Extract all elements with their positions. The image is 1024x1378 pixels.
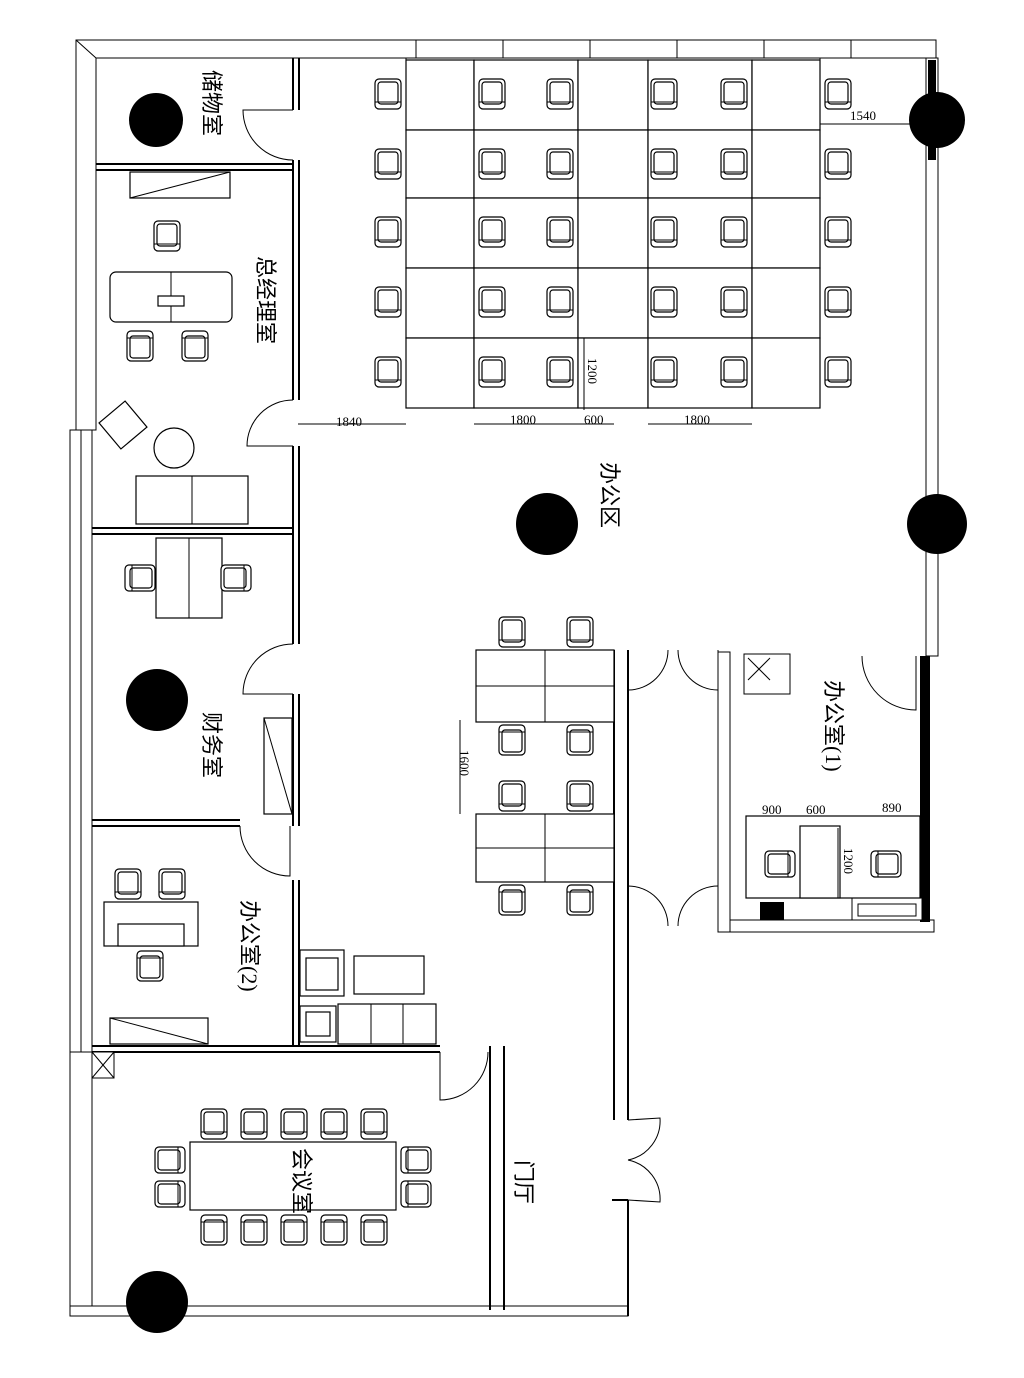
room-labels: 储物室 总经理室 办公区 办公室(1) 财务室 办公室(2) 会议室 门厅 <box>199 70 846 1214</box>
chair <box>824 148 852 180</box>
desk <box>577 267 649 339</box>
desk <box>577 197 649 269</box>
chair <box>720 148 748 180</box>
chair <box>546 356 574 388</box>
desk <box>405 337 475 409</box>
desk <box>405 267 475 339</box>
chair <box>650 148 678 180</box>
desk <box>751 129 821 199</box>
chair <box>650 216 678 248</box>
chair <box>824 286 852 318</box>
furniture <box>98 171 921 1246</box>
chair <box>546 78 574 110</box>
chair <box>374 356 402 388</box>
chair <box>478 356 506 388</box>
column <box>516 493 578 555</box>
desk <box>405 59 475 131</box>
chair <box>824 78 852 110</box>
dim-1800-b: 1800 <box>684 412 710 427</box>
room-label-finance: 财务室 <box>199 712 224 778</box>
chair <box>824 356 852 388</box>
chair <box>650 356 678 388</box>
dim-1800-a: 1800 <box>510 412 536 427</box>
column <box>909 92 965 148</box>
room-label-meeting: 会议室 <box>289 1148 314 1214</box>
structural-columns <box>126 92 967 1333</box>
dim-600-b: 600 <box>806 802 826 817</box>
chair <box>720 216 748 248</box>
chair <box>374 216 402 248</box>
column <box>126 669 188 731</box>
dimension-lines <box>298 123 926 898</box>
desk <box>751 197 821 269</box>
chair <box>374 148 402 180</box>
chair <box>650 78 678 110</box>
doors <box>239 109 917 1203</box>
chair <box>478 216 506 248</box>
chair <box>478 148 506 180</box>
chair <box>720 356 748 388</box>
desk <box>577 59 649 131</box>
desk <box>577 337 649 409</box>
room-label-office-1: 办公室(1) <box>821 680 846 772</box>
room-label-gm-office: 总经理室 <box>253 256 278 344</box>
dim-1200: 1200 <box>585 358 600 384</box>
chair <box>546 286 574 318</box>
chair <box>824 216 852 248</box>
workstation-grid <box>374 58 852 409</box>
desk <box>577 129 649 199</box>
chair <box>720 286 748 318</box>
room-label-open-office: 办公区 <box>597 462 622 528</box>
desk <box>751 267 821 339</box>
desk <box>751 59 821 131</box>
dim-900: 900 <box>762 802 782 817</box>
dim-1840: 1840 <box>336 414 362 429</box>
column <box>907 494 967 554</box>
chair <box>720 78 748 110</box>
chair <box>478 78 506 110</box>
room-label-lobby: 门厅 <box>511 1160 536 1204</box>
chair <box>546 216 574 248</box>
dim-1540: 1540 <box>850 108 876 123</box>
room-label-storage: 储物室 <box>199 70 224 136</box>
dim-600: 600 <box>584 412 604 427</box>
desk <box>405 129 475 199</box>
desk <box>405 197 475 269</box>
dimension-labels: 1540 1840 1800 600 1800 1200 1600 900 60… <box>336 108 902 874</box>
chair <box>546 148 574 180</box>
chair <box>478 286 506 318</box>
dim-1600: 1600 <box>457 750 472 776</box>
column <box>126 1271 188 1333</box>
dim-1200-b: 1200 <box>841 848 856 874</box>
chair <box>650 286 678 318</box>
dim-890: 890 <box>882 800 902 815</box>
chair <box>374 78 402 110</box>
desk <box>751 337 821 409</box>
column <box>129 93 183 147</box>
interior-walls <box>91 58 935 1310</box>
room-label-office-2: 办公室(2) <box>237 900 262 992</box>
chair <box>374 286 402 318</box>
